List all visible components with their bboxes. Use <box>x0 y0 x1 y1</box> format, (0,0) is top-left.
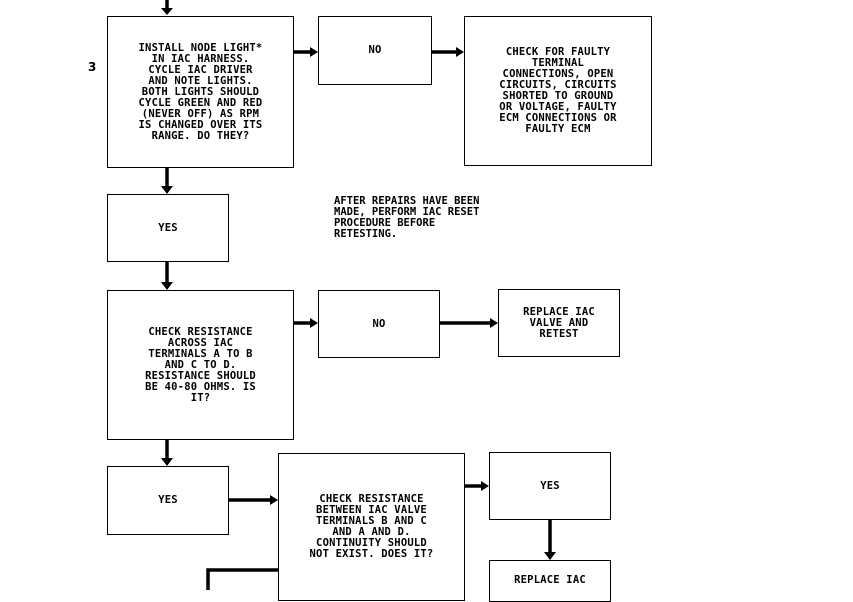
connector-arrowheads <box>161 8 556 560</box>
repair-note: AFTER REPAIRS HAVE BEEN MADE, PERFORM IA… <box>334 195 480 240</box>
arrowhead-right-3 <box>310 318 318 328</box>
replace-iac-box-bottom: REPLACE IAC <box>489 560 611 602</box>
arrowhead-right-2 <box>456 47 464 57</box>
arrowhead-down-2 <box>161 186 173 194</box>
check-resistance-box-1: CHECK RESISTANCE ACROSS IAC TERMINALS A … <box>107 290 294 440</box>
yes-box-1: YES <box>107 194 229 262</box>
arrowhead-right-1 <box>310 47 318 57</box>
no-box-1: NO <box>318 16 432 85</box>
yes-box-3: YES <box>489 452 611 520</box>
check-resistance-box-2: CHECK RESISTANCE BETWEEN IAC VALVE TERMI… <box>278 453 465 601</box>
check-faulty-connections-box: CHECK FOR FAULTY TERMINAL CONNECTIONS, O… <box>464 16 652 166</box>
arrowhead-right-5 <box>270 495 278 505</box>
arrowhead-down-3 <box>161 282 173 290</box>
step-number: 3 <box>88 60 97 74</box>
arrowhead-right-6 <box>481 481 489 491</box>
connector-box3-bottom <box>206 568 278 590</box>
arrowhead-right-4 <box>490 318 498 328</box>
arrowhead-down-4 <box>161 458 173 466</box>
arrowhead-down-5 <box>544 552 556 560</box>
arrowhead-down-1 <box>161 8 173 15</box>
no-box-2: NO <box>318 290 440 358</box>
replace-iac-retest-box: REPLACE IAC VALVE AND RETEST <box>498 289 620 357</box>
install-node-light-box: INSTALL NODE LIGHT* IN IAC HARNESS. CYCL… <box>107 16 294 168</box>
yes-box-2: YES <box>107 466 229 535</box>
